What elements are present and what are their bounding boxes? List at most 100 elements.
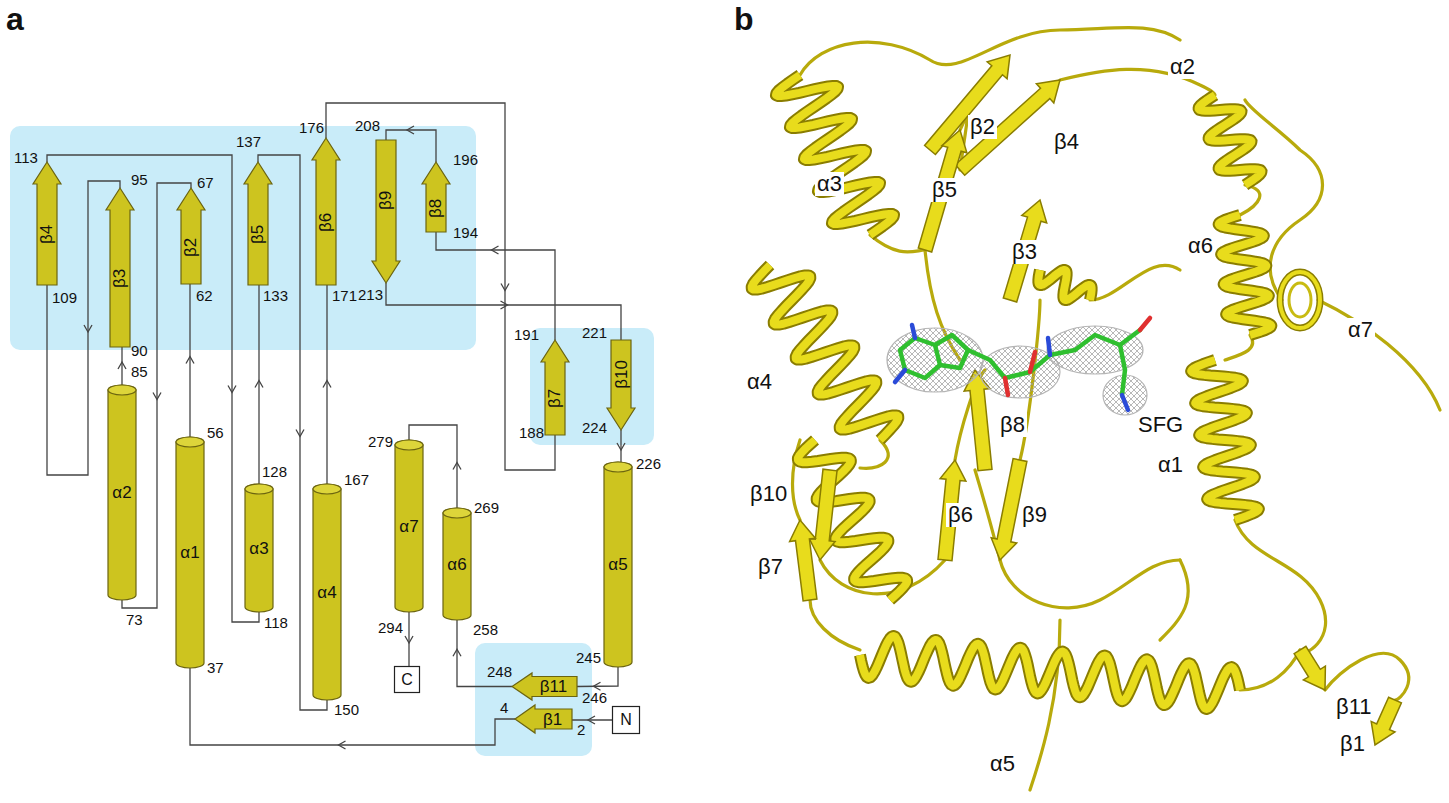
connector-line xyxy=(408,612,409,666)
residue-number: 279 xyxy=(368,434,393,451)
element-name: α2 xyxy=(112,484,131,501)
element-name: β1 xyxy=(543,711,562,728)
residue-number: 2 xyxy=(577,722,585,739)
strand-arrow xyxy=(1371,697,1401,745)
direction-arrowhead xyxy=(339,741,346,749)
connector-line xyxy=(47,155,259,622)
helix-cylinder: α3 xyxy=(245,484,273,612)
residue-number: 133 xyxy=(263,288,288,305)
residue-number: 176 xyxy=(299,120,324,137)
residue-number: 226 xyxy=(636,456,661,473)
element-name: β4 xyxy=(38,225,55,244)
element-outline xyxy=(372,140,400,283)
element-outline xyxy=(33,162,61,285)
chain-connector xyxy=(186,284,194,437)
chain-connector xyxy=(436,232,555,340)
structure-label: α6 xyxy=(1186,234,1215,258)
loop-coils xyxy=(793,28,1441,791)
element-name: α5 xyxy=(608,556,627,573)
connector-line xyxy=(190,668,515,745)
element-name: β11 xyxy=(540,678,567,695)
helix-coil xyxy=(1219,215,1272,335)
strand-arrow: β2 xyxy=(177,188,205,284)
residue-number: 137 xyxy=(236,134,261,151)
strand-arrow: β9 xyxy=(372,140,400,283)
direction-arrowhead xyxy=(407,126,414,134)
helix-cylinder: α6 xyxy=(443,508,471,620)
element-name: α6 xyxy=(447,556,466,573)
element-outline xyxy=(312,138,340,285)
connector-line xyxy=(457,620,512,687)
residue-number: 67 xyxy=(197,175,214,192)
residue-number: 194 xyxy=(453,225,478,242)
residue-number: 248 xyxy=(487,664,512,681)
element-name: α4 xyxy=(317,584,336,601)
helix-coil xyxy=(860,636,1240,709)
helix-coil xyxy=(1219,215,1272,335)
sheet-region xyxy=(475,643,592,756)
element-name: β5 xyxy=(249,225,266,244)
structure-label: β4 xyxy=(1052,130,1081,154)
helix-cylinder: α1 xyxy=(176,437,204,668)
residue-number: 188 xyxy=(519,425,544,442)
strand-arrow: β4 xyxy=(33,162,61,285)
chain-connector xyxy=(118,347,126,385)
direction-arrowhead xyxy=(501,301,508,309)
strand-arrow: β10 xyxy=(607,340,635,430)
helix-cylinder: α2 xyxy=(108,385,136,600)
chain-connector xyxy=(577,667,618,690)
chain-connector xyxy=(255,285,263,484)
element-name: β9 xyxy=(377,191,394,210)
helix-coil xyxy=(776,75,894,235)
residue-number: 171 xyxy=(332,288,357,305)
connector-line xyxy=(326,285,327,484)
residue-number: 118 xyxy=(264,615,288,632)
sheet-region xyxy=(530,328,654,445)
structure-label: β8 xyxy=(998,413,1027,437)
residue-number: 208 xyxy=(355,118,380,135)
helix-coil xyxy=(860,636,1240,709)
panel-letter: b xyxy=(734,2,754,37)
strand-arrow: β8 xyxy=(422,162,450,232)
structure-label: β7 xyxy=(756,555,785,579)
residue-number: 258 xyxy=(473,622,498,639)
direction-arrowhead xyxy=(296,430,304,437)
chain-connector xyxy=(405,612,413,666)
element-outline xyxy=(541,340,569,435)
structure-label: α2 xyxy=(1168,55,1197,79)
element-name: β2 xyxy=(182,237,199,256)
ligand-sticks xyxy=(895,318,1150,410)
element-name: α3 xyxy=(249,540,268,557)
ribbon-structure xyxy=(752,28,1440,791)
element-name: β10 xyxy=(613,360,630,389)
element-name: β6 xyxy=(317,213,334,232)
element-name: N xyxy=(620,712,632,728)
residue-number: 62 xyxy=(196,288,213,305)
residue-number: 221 xyxy=(582,325,607,342)
residue-number: 73 xyxy=(126,612,143,629)
direction-arrowhead xyxy=(186,357,194,364)
element-name: C xyxy=(401,672,413,688)
chain-connector xyxy=(326,103,555,470)
element-outline xyxy=(106,188,134,347)
strand-arrow xyxy=(809,469,837,560)
chain-connector xyxy=(617,430,625,462)
structure-label: α1 xyxy=(1156,453,1185,477)
helix-end-on xyxy=(1280,272,1320,328)
panel-letter: a xyxy=(6,2,24,37)
residue-number: 167 xyxy=(344,472,369,489)
strand-arrow xyxy=(790,520,817,601)
residue-number: 56 xyxy=(207,425,224,442)
element-name: α1 xyxy=(180,544,199,561)
helix-cylinder: α4 xyxy=(313,484,341,700)
residue-number: 196 xyxy=(453,152,478,169)
chain-connector xyxy=(323,285,331,484)
strand-arrows xyxy=(790,55,1402,745)
helix-coil xyxy=(1199,95,1262,185)
residue-number: 109 xyxy=(52,290,77,307)
chain-connector xyxy=(453,620,512,687)
strand-arrow: β6 xyxy=(312,138,340,285)
direction-arrowhead xyxy=(228,386,236,393)
direction-arrowhead xyxy=(323,381,331,388)
